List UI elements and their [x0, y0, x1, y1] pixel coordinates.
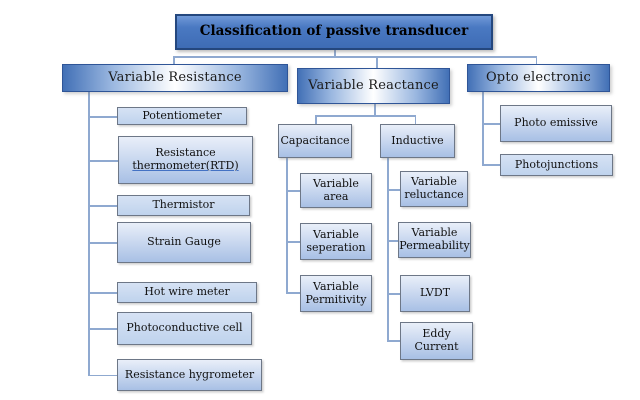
node-photojunctions: Photojunctions [500, 154, 613, 176]
connector-line [88, 292, 117, 294]
node-hot-wire-meter: Hot wire meter [117, 282, 257, 303]
diagram-title: Classification of passive transducer [175, 14, 493, 50]
connector-line [414, 115, 416, 124]
connector-line [376, 56, 378, 68]
node-thermistor: Thermistor [117, 195, 250, 216]
node-resistance-hygrometer: Resistance hygrometer [117, 359, 262, 391]
connector-line [173, 56, 537, 58]
connector-line [482, 164, 500, 166]
node-label: thermometer(RTD) [132, 159, 239, 172]
connector-line [315, 115, 416, 117]
branch-variable-resistance: Variable Resistance [62, 64, 288, 92]
node-photoconductive-cell: Photoconductive cell [117, 312, 252, 345]
connector-line [173, 56, 175, 65]
connector-line [387, 240, 398, 242]
node-capacitance: Capacitance [278, 124, 352, 158]
node-lvdt: LVDT [400, 275, 470, 312]
connector-line [387, 293, 400, 295]
node-photo-emissive: Photo emissive [500, 105, 612, 142]
connector-line [88, 92, 90, 376]
connector-line [286, 158, 288, 294]
connector-line [286, 241, 300, 243]
node-variable-permitivity: Variable Permitivity [300, 275, 372, 312]
connector-line [88, 374, 117, 376]
branch-opto-electronic: Opto electronic [467, 64, 610, 92]
connector-line [88, 242, 117, 244]
node-label: Resistance [155, 146, 216, 160]
connector-line [88, 116, 117, 118]
node-strain-gauge: Strain Gauge [117, 222, 251, 263]
node-variable-seperation: Variable seperation [300, 223, 372, 260]
connector-line [535, 56, 537, 65]
connector-line [387, 189, 400, 191]
node-eddy-current: Eddy Current [400, 322, 473, 360]
connector-line [334, 50, 336, 56]
connector-line [482, 92, 484, 166]
connector-line [374, 104, 376, 115]
node-variable-area: Variable area [300, 173, 372, 208]
connector-line [315, 115, 317, 124]
node-variable-permeability: Variable Permeability [398, 222, 471, 258]
connector-line [286, 292, 300, 294]
node-potentiometer: Potentiometer [117, 107, 247, 125]
node-variable-reluctance: Variable reluctance [400, 171, 468, 207]
connector-line [387, 158, 389, 342]
connector-line [482, 123, 500, 125]
node-inductive: Inductive [380, 124, 455, 158]
connector-line [88, 160, 118, 162]
connector-line [387, 340, 400, 342]
connector-line [286, 190, 300, 192]
connector-line [88, 205, 117, 207]
node-resistance-thermometer-rtd: Resistance thermometer(RTD) [118, 136, 253, 184]
branch-variable-reactance: Variable Reactance [297, 68, 450, 104]
connector-line [88, 328, 117, 330]
